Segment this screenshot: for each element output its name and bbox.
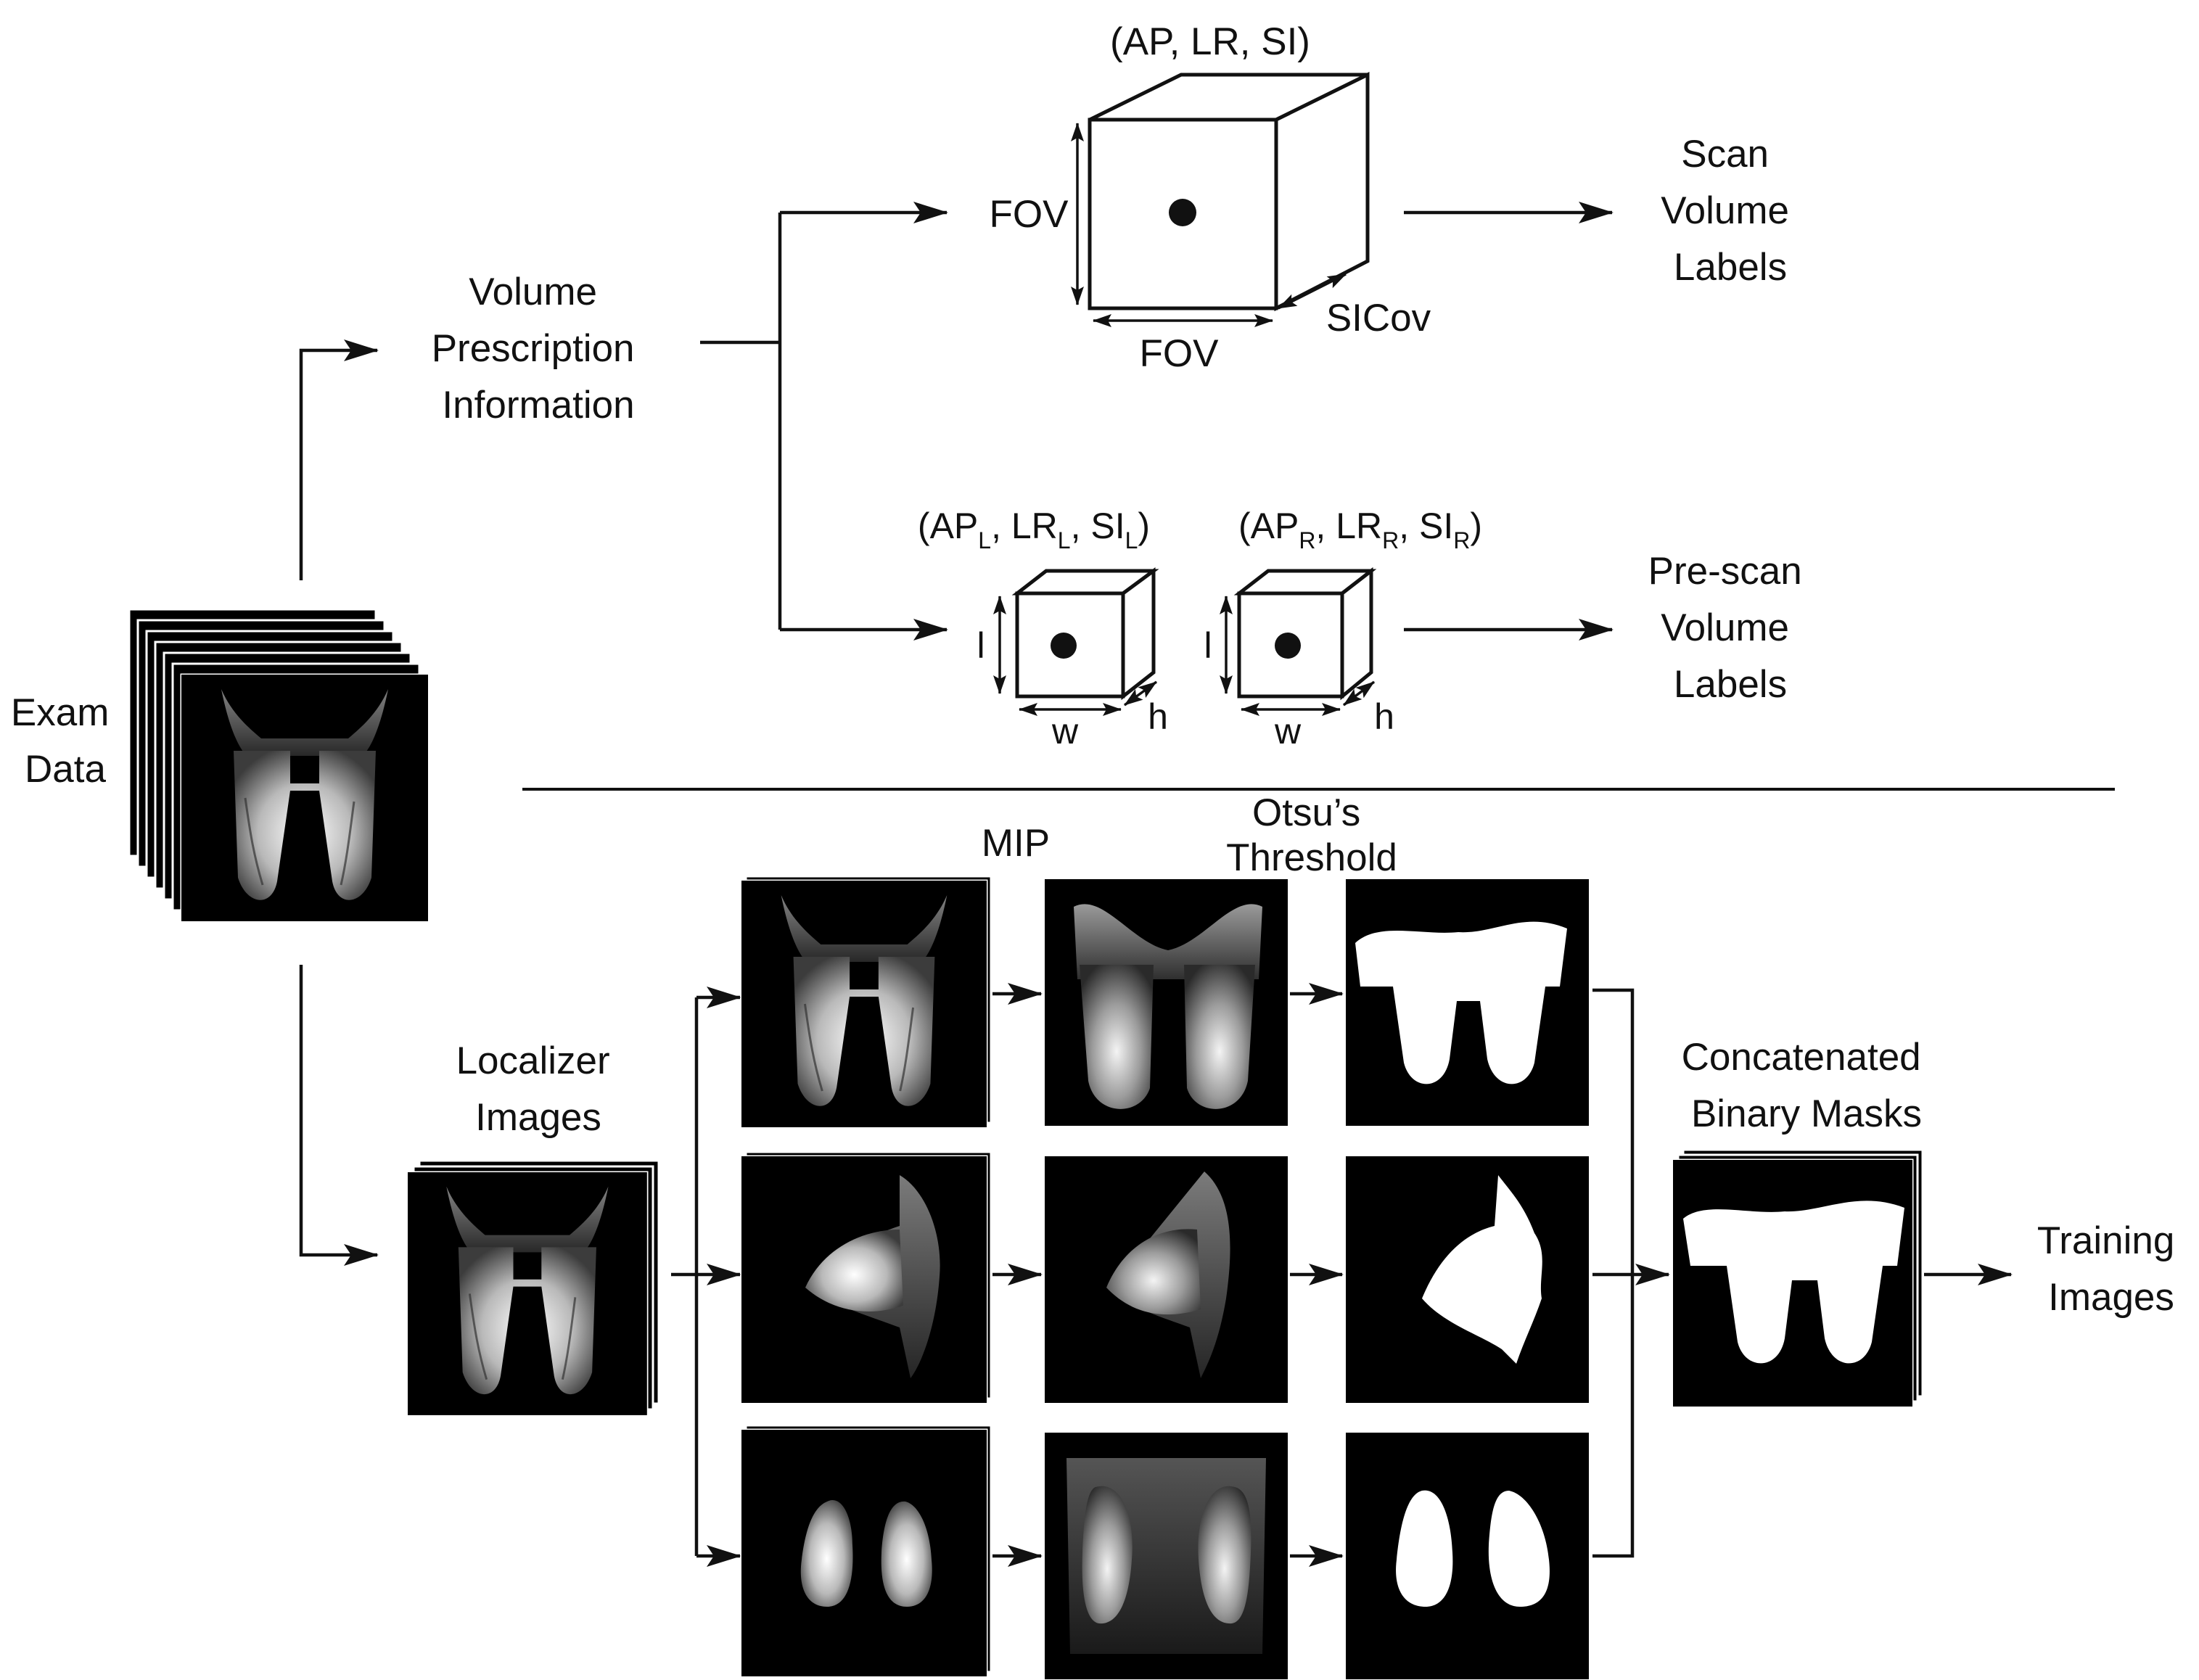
volume-prescription-branch-line <box>700 213 782 630</box>
mip-label: MIP <box>982 822 1050 865</box>
axial-localizer-image <box>741 881 987 1127</box>
localizer-image <box>408 1172 647 1415</box>
training-images-line2: Images <box>2048 1276 2174 1319</box>
prescan-volume-labels-line2: Volume <box>1661 606 1789 649</box>
scan-fov-vertical-label: FOV <box>990 193 1069 236</box>
axial-mip-image <box>1045 879 1288 1126</box>
exam-data-label: Exam Data <box>11 691 120 791</box>
prescan-right-l-label: l <box>1204 625 1212 666</box>
axial-localizer-stack <box>740 875 992 1129</box>
prescan-right-coords-label: (APR, LRR, SIR) <box>1238 506 1482 553</box>
otsu-threshold-label: Otsu’s Threshold <box>1226 791 1397 879</box>
coronal-localizer-image <box>741 1430 987 1676</box>
training-images-line1: Training <box>2037 1219 2175 1262</box>
sagittal-mip-image <box>1045 1156 1288 1403</box>
prescan-right-h-label: h <box>1374 696 1394 737</box>
prescan-left-mid1: , LR <box>991 506 1058 546</box>
sagittal-localizer-image <box>741 1156 987 1403</box>
sagittal-localizer-stack <box>740 1150 992 1404</box>
prescan-right-close: ) <box>1470 506 1482 546</box>
prescan-right-mid1: , LR <box>1315 506 1382 546</box>
concatenated-masks-line2: Binary Masks <box>1691 1092 1922 1135</box>
prescan-left-sub2: L <box>1058 527 1071 553</box>
arrow-exam-to-volume-prescription <box>299 339 379 580</box>
sagittal-mask-image <box>1346 1156 1589 1403</box>
prescan-right-sub2: R <box>1382 527 1399 553</box>
prescan-right-h-arrow <box>1342 680 1376 707</box>
scan-volume-labels-line1: Scan <box>1681 133 1769 176</box>
prescan-right-sub3: R <box>1453 527 1470 553</box>
concatenated-masks-line1: Concatenated <box>1682 1036 1921 1079</box>
otsu-label-line2: Threshold <box>1226 836 1397 879</box>
scan-volume-cube <box>1088 71 1370 312</box>
volume-prescription-line3: Information <box>442 384 634 427</box>
prescan-volume-labels-line1: Pre-scan <box>1648 550 1802 593</box>
prescan-right-w-label: w <box>1274 711 1302 752</box>
concatenated-mask-image <box>1673 1160 1912 1407</box>
exam-data-stack <box>128 608 429 923</box>
scan-volume-labels-line3: Labels <box>1674 246 1787 289</box>
prescan-left-cube <box>1011 567 1159 701</box>
localizer-images-label: Localizer Images <box>456 1039 621 1139</box>
axial-mask-image <box>1346 879 1589 1126</box>
prescan-left-mid2: , SI <box>1071 506 1125 546</box>
volume-prescription-label: Volume Prescription Information <box>432 271 646 427</box>
concatenated-masks-label: Concatenated Binary Masks <box>1682 1036 1932 1135</box>
volume-prescription-line1: Volume <box>469 271 597 313</box>
prescan-left-l-label: l <box>977 625 985 666</box>
prescan-right-mid2: , SI <box>1399 506 1453 546</box>
prescan-left-h-arrow <box>1123 680 1158 707</box>
scan-center-dot <box>1169 199 1196 226</box>
concatenation-bracket <box>1592 988 1635 1558</box>
exam-data-image <box>181 675 428 921</box>
coronal-localizer-stack <box>740 1424 992 1678</box>
volume-prescription-line2: Prescription <box>432 327 635 370</box>
prescan-left-sub3: L <box>1125 527 1138 553</box>
exam-data-label-line1: Exam <box>11 691 109 734</box>
prescan-right-sub1: R <box>1299 527 1315 553</box>
coronal-mask-image <box>1346 1433 1589 1679</box>
prescan-right-cube <box>1233 567 1377 701</box>
scan-coords-label: (AP, LR, SI) <box>1110 20 1310 63</box>
prescan-left-open: (AP <box>918 506 978 546</box>
localizer-branch-line <box>671 997 699 1556</box>
scan-fov-horizontal-label: FOV <box>1140 332 1220 375</box>
arrow-exam-to-localizer <box>299 965 379 1266</box>
scan-volume-labels: Scan Volume Labels <box>1661 133 1800 289</box>
prescan-left-center-dot <box>1051 633 1077 659</box>
prescan-right-open: (AP <box>1238 506 1299 546</box>
scan-sicov-label: SICov <box>1326 297 1431 339</box>
training-images-label: Training Images <box>2037 1219 2185 1319</box>
prescan-left-coords-label: (APL, LRL, SIL) <box>918 506 1150 553</box>
prescan-left-w-label: w <box>1051 711 1079 752</box>
localizer-images-line1: Localizer <box>456 1039 610 1082</box>
otsu-label-line1: Otsu’s <box>1252 791 1360 834</box>
localizer-images-stack <box>406 1159 660 1417</box>
localizer-images-line2: Images <box>475 1096 601 1139</box>
prescan-volume-labels-line3: Labels <box>1674 663 1787 706</box>
scan-volume-labels-line2: Volume <box>1661 189 1789 232</box>
prescan-volume-labels: Pre-scan Volume Labels <box>1648 550 1813 706</box>
prescan-right-center-dot <box>1275 633 1301 659</box>
prescan-left-close: ) <box>1138 506 1150 546</box>
scan-sicov-arrow <box>1278 273 1347 310</box>
coronal-mip-image <box>1045 1433 1288 1679</box>
prescan-left-h-label: h <box>1148 696 1168 737</box>
prescan-left-sub1: L <box>978 527 991 553</box>
exam-data-label-line2: Data <box>25 748 106 791</box>
concatenated-masks-stack <box>1672 1148 1924 1408</box>
